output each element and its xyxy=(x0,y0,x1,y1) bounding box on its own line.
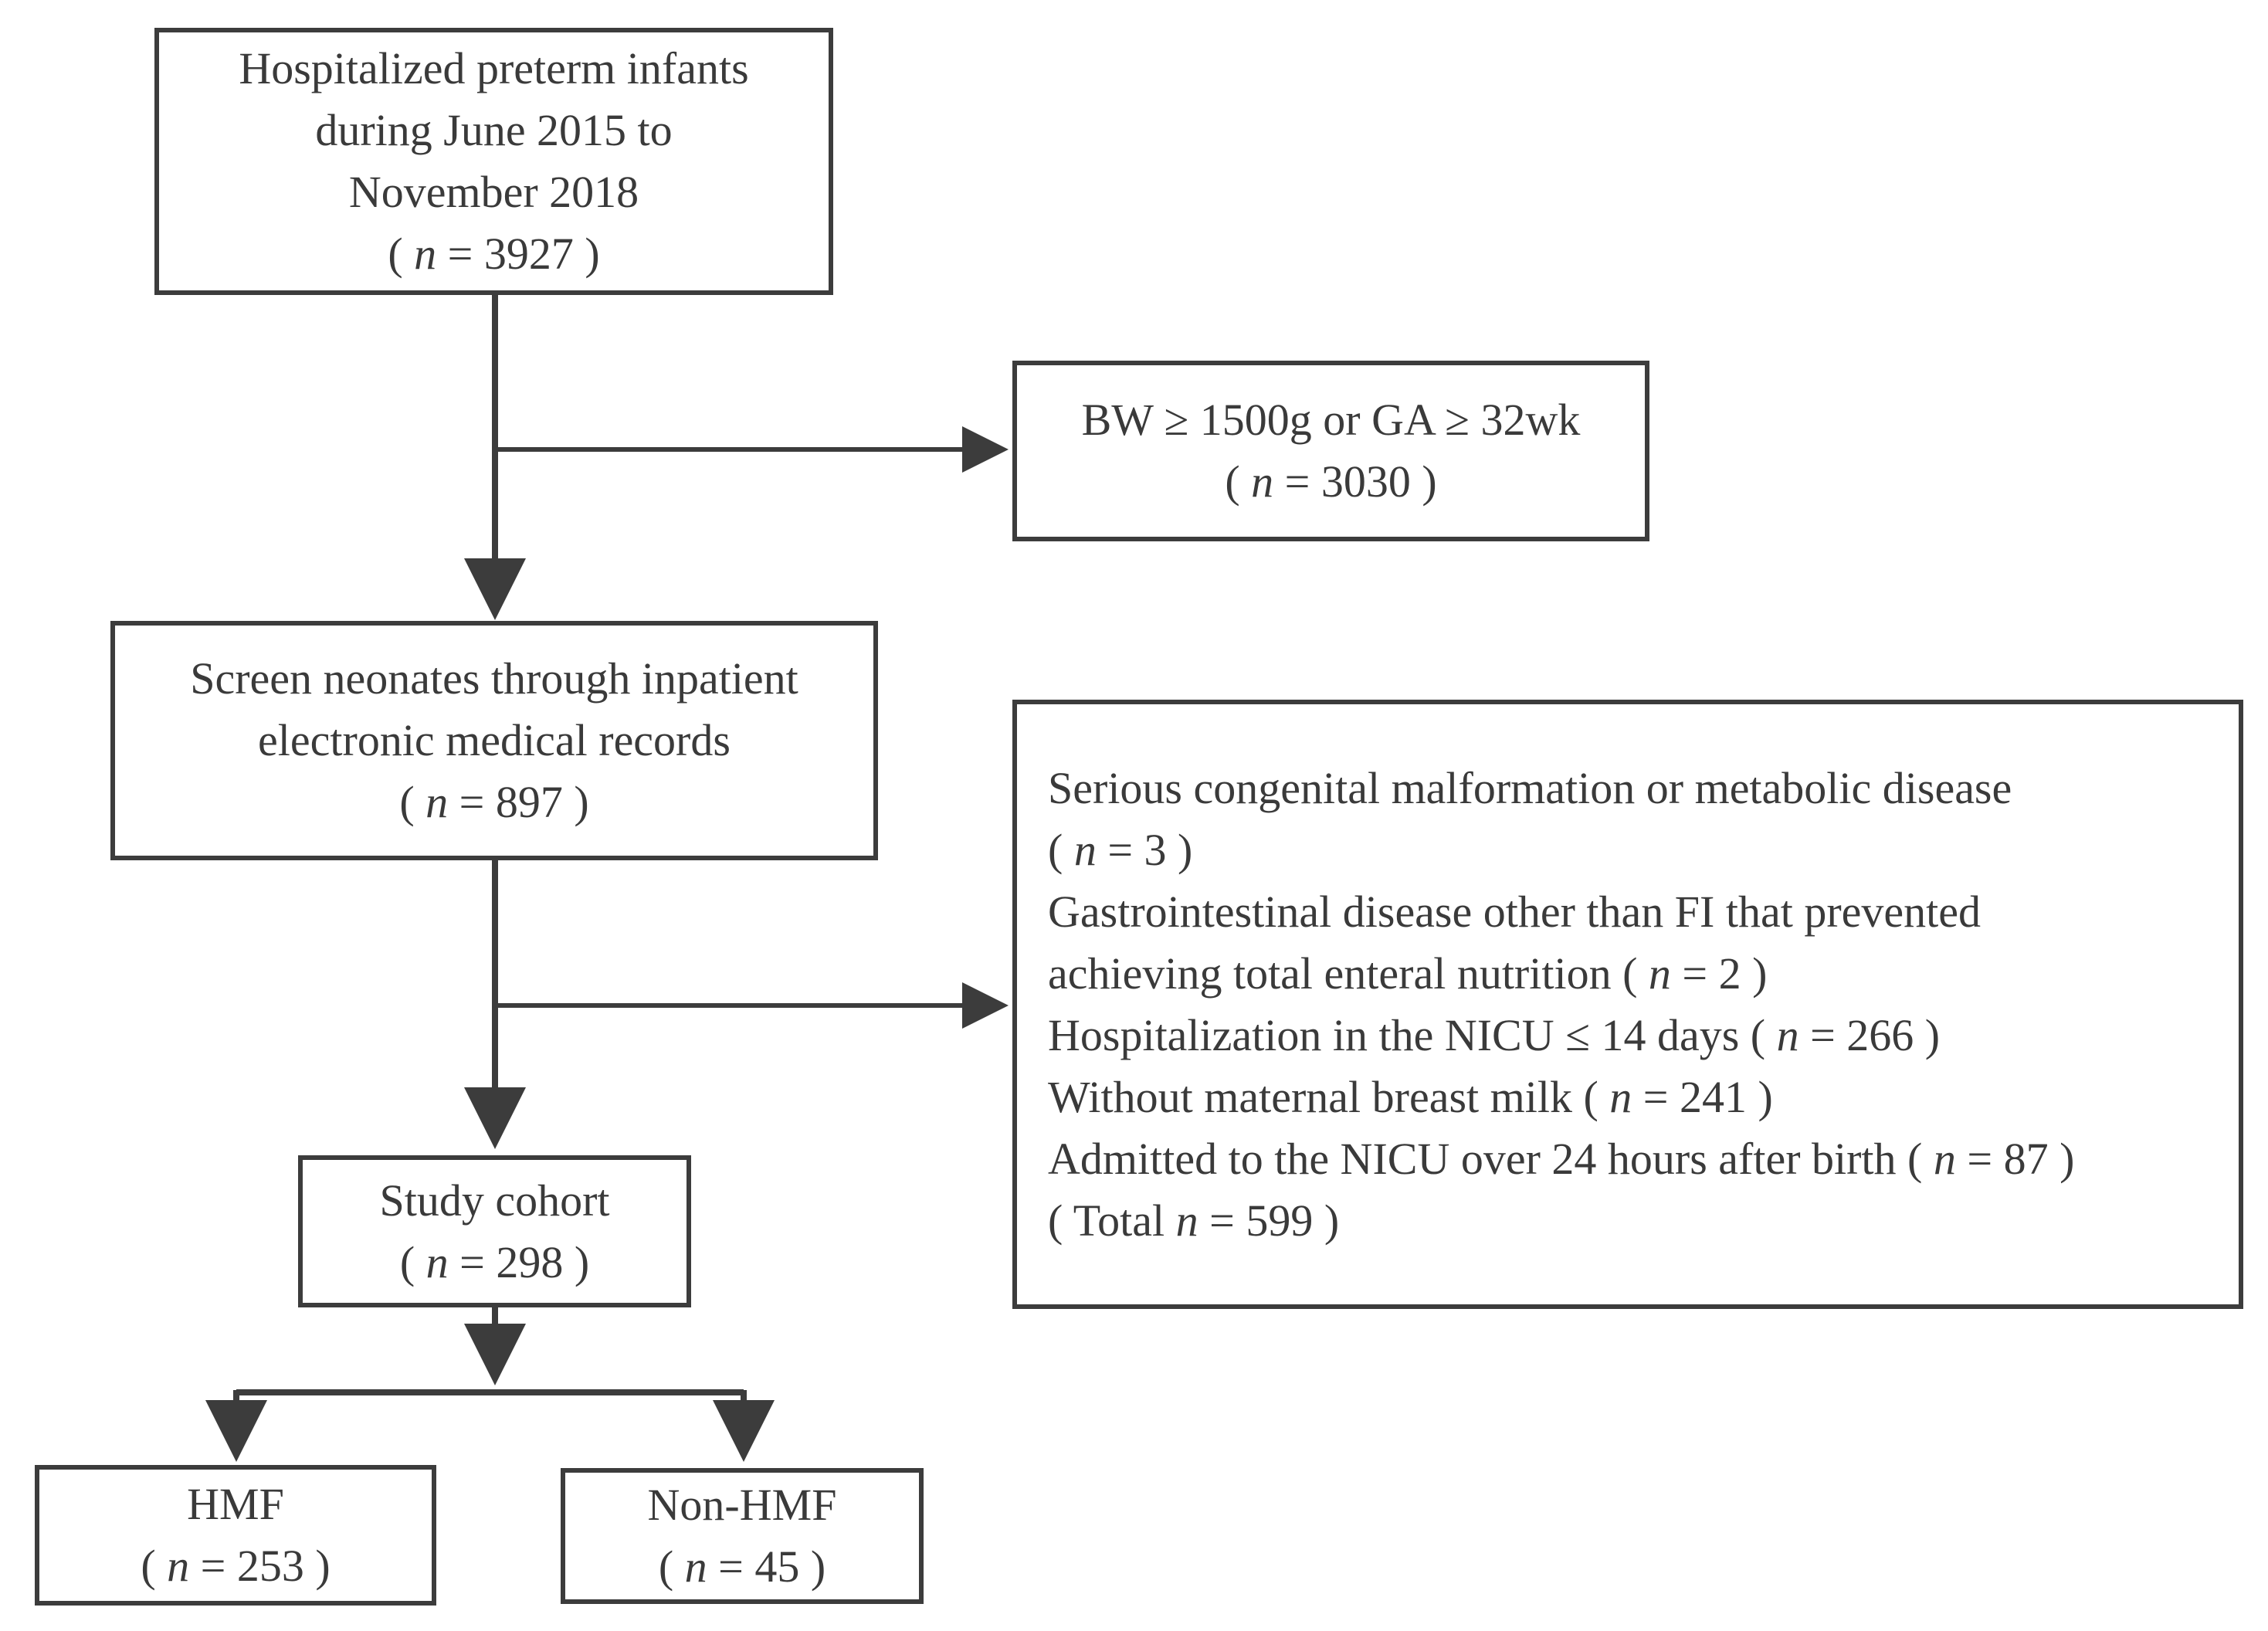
screen-line-2: electronic medical records xyxy=(258,715,731,765)
exclusion2-item: Gastrointestinal disease other than FI t… xyxy=(1048,886,1981,937)
exclusion2-item: Hospitalization in the NICU ≤ 14 days ( … xyxy=(1048,1009,1941,1060)
exclusion-box-2: Serious congenital malformation or metab… xyxy=(1012,700,2243,1309)
hmf-group-box: HMF ( n = 253 ) xyxy=(35,1465,436,1606)
exclusion2-item: Admitted to the NICU over 24 hours after… xyxy=(1048,1133,2075,1184)
exclusion2-item: Without maternal breast milk ( n = 241 ) xyxy=(1048,1071,1773,1122)
exclusion2-total: ( Total n = 599 ) xyxy=(1048,1195,1340,1246)
exclusion-box-1: BW ≥ 1500g or GA ≥ 32wk ( n = 3030 ) xyxy=(1012,361,1649,541)
initial-population-box: Hospitalized preterm infants during June… xyxy=(154,28,833,295)
exclusion1-criterion: BW ≥ 1500g or GA ≥ 32wk xyxy=(1081,395,1581,445)
exclusion2-item: ( n = 3 ) xyxy=(1048,824,1193,875)
hmf-label: HMF xyxy=(187,1479,284,1529)
study-cohort-box: Study cohort ( n = 298 ) xyxy=(298,1155,691,1307)
exclusion1-count: ( n = 3030 ) xyxy=(1225,456,1437,507)
initial-line-3: November 2018 xyxy=(348,167,639,217)
exclusion2-item: achieving total enteral nutrition ( n = … xyxy=(1048,948,1768,999)
initial-count: ( n = 3927 ) xyxy=(388,229,600,279)
screen-line-1: Screen neonates through inpatient xyxy=(190,653,798,704)
screen-count: ( n = 897 ) xyxy=(399,777,589,827)
cohort-count: ( n = 298 ) xyxy=(399,1236,590,1287)
exclusion2-item: Serious congenital malformation or metab… xyxy=(1048,762,2012,813)
initial-line-1: Hospitalized preterm infants xyxy=(239,43,749,93)
nonhmf-label: Non-HMF xyxy=(647,1480,837,1530)
hmf-count: ( n = 253 ) xyxy=(141,1541,331,1591)
nonhmf-count: ( n = 45 ) xyxy=(658,1541,826,1592)
non-hmf-group-box: Non-HMF ( n = 45 ) xyxy=(561,1468,924,1604)
screening-box: Screen neonates through inpatient electr… xyxy=(110,621,878,860)
cohort-label: Study cohort xyxy=(379,1175,610,1226)
initial-line-2: during June 2015 to xyxy=(315,105,673,155)
